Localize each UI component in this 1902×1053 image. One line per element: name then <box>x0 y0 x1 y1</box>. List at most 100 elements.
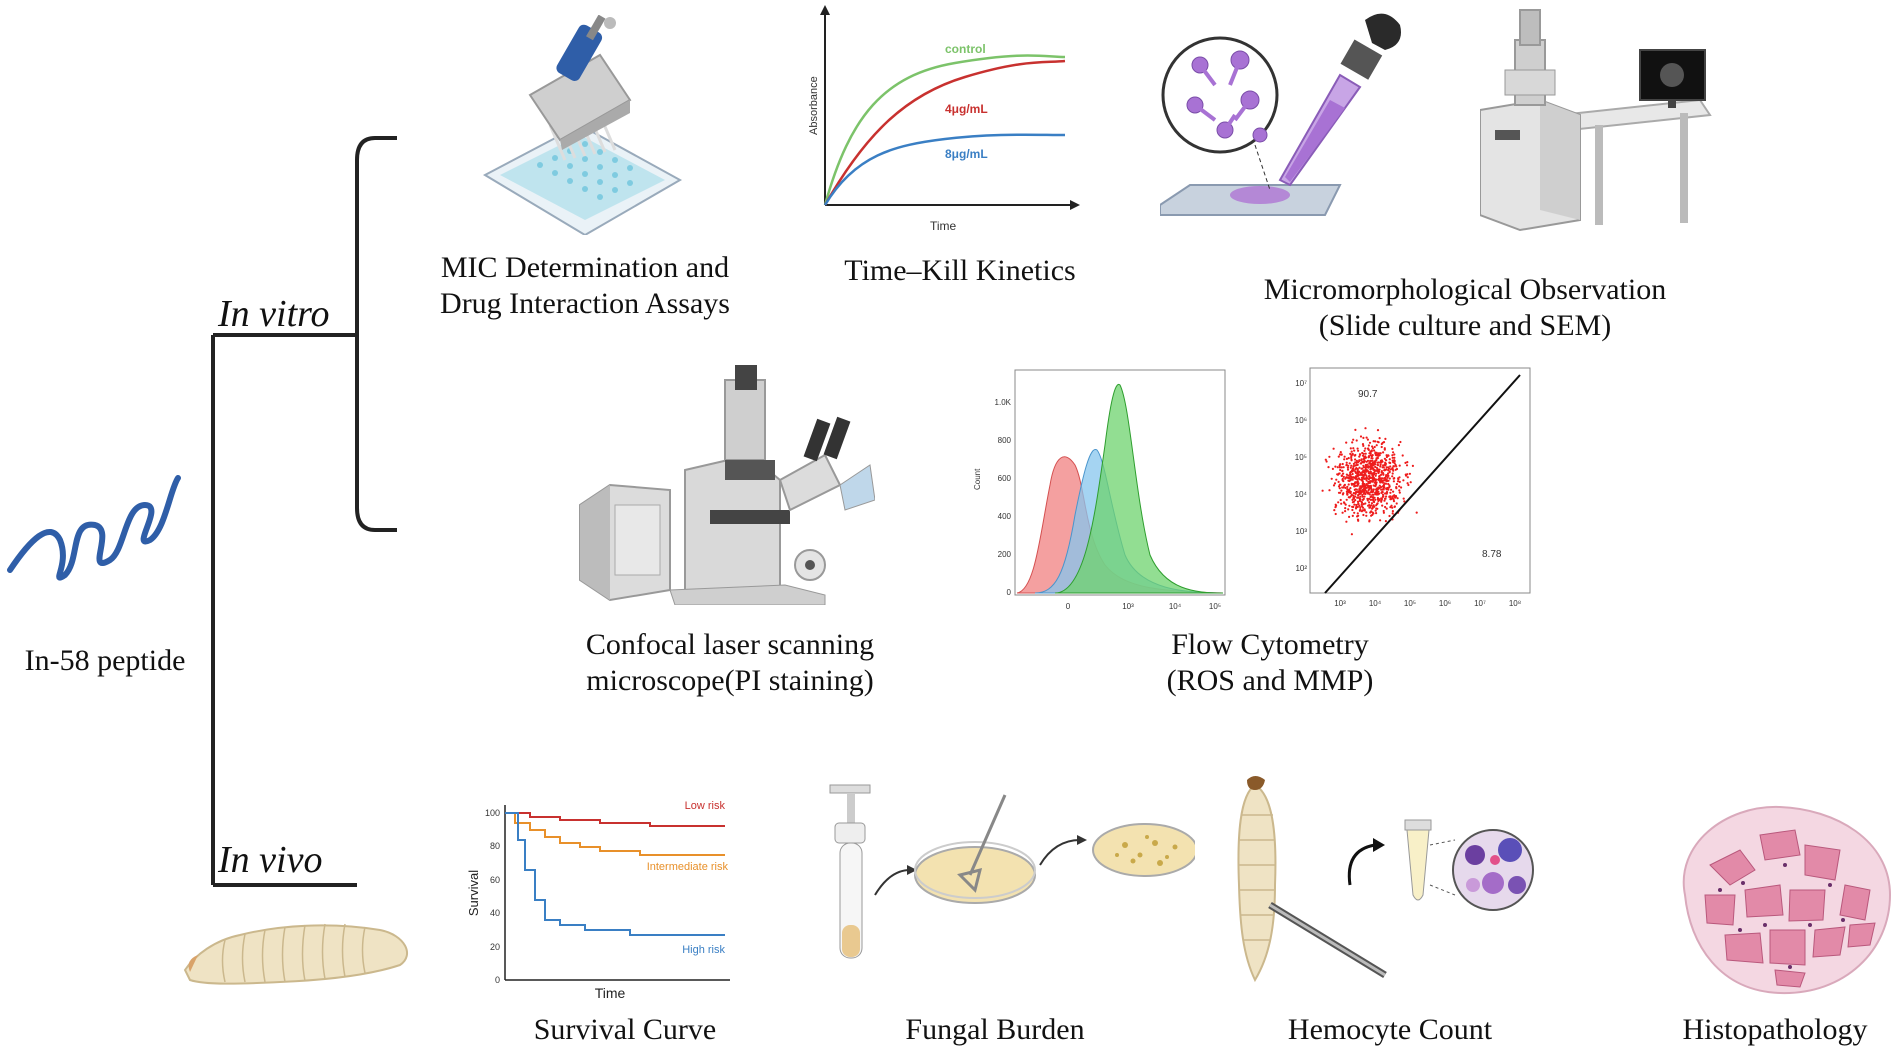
scatter-point <box>1345 473 1348 476</box>
surv-ytick-1: 20 <box>490 942 500 952</box>
confocal-label: Confocal laser scanning microscope(PI st… <box>545 627 915 699</box>
scatter-point <box>1377 453 1380 456</box>
scatter-point <box>1376 502 1379 505</box>
scatter-xtick-4: 10⁷ <box>1474 599 1486 608</box>
scatter-point <box>1354 453 1357 457</box>
mic-label-line2: Drug Interaction Assays <box>440 287 730 320</box>
scatter-point <box>1357 496 1360 499</box>
scatter-point <box>1372 512 1375 515</box>
scatter-point <box>1371 454 1374 457</box>
scatter-point <box>1374 463 1377 466</box>
scatter-point <box>1349 473 1352 476</box>
scatter-point <box>1373 445 1376 449</box>
scatter-point <box>1379 452 1382 455</box>
scatter-point <box>1354 428 1357 431</box>
scatter-point <box>1355 439 1358 442</box>
scatter-point <box>1353 488 1356 491</box>
scatter-point <box>1387 454 1390 457</box>
scatter-point <box>1375 478 1378 481</box>
scatter-point <box>1388 458 1391 461</box>
scatter-point <box>1370 467 1373 470</box>
scatter-point <box>1384 482 1388 485</box>
scatter-point <box>1376 493 1379 496</box>
scatter-point <box>1347 483 1350 486</box>
scatter-point <box>1345 464 1348 467</box>
scatter-point <box>1350 458 1353 461</box>
scatter-point <box>1387 474 1390 477</box>
scatter-point <box>1384 461 1387 464</box>
scatter-point <box>1372 496 1375 500</box>
scatter-point <box>1356 500 1360 503</box>
mic-label: MIC Determination and Drug Interaction A… <box>400 250 770 322</box>
scatter-point <box>1339 451 1342 454</box>
scatter-point <box>1368 441 1372 444</box>
timekill-label: Time–Kill Kinetics <box>844 254 1076 287</box>
scatter-point <box>1354 470 1357 473</box>
scatter-point <box>1353 485 1356 488</box>
scatter-xtick-5: 10⁸ <box>1509 599 1521 608</box>
scatter-point <box>1352 462 1355 465</box>
scatter-lower-value: 8.78 <box>1482 549 1502 560</box>
scatter-point <box>1364 452 1367 455</box>
scatter-point <box>1415 511 1418 514</box>
hist-ytick-1: 200 <box>998 550 1012 559</box>
scatter-point <box>1373 484 1376 487</box>
scatter-point <box>1364 492 1367 496</box>
scatter-point <box>1378 498 1381 501</box>
scatter-point <box>1356 473 1359 476</box>
scatter-point <box>1392 480 1395 483</box>
surv-ylabel: Survival <box>466 870 481 916</box>
scatter-point <box>1365 460 1368 463</box>
scatter-point <box>1360 478 1363 481</box>
scatter-point <box>1337 501 1340 504</box>
scatter-point <box>1387 467 1391 470</box>
scatter-point <box>1385 454 1388 457</box>
scatter-point <box>1334 512 1337 516</box>
scatter-point <box>1347 479 1350 482</box>
scatter-point <box>1388 477 1391 480</box>
slide-culture-icon <box>1160 13 1401 216</box>
scatter-point <box>1411 464 1414 467</box>
scatter-point <box>1383 463 1386 466</box>
scatter-point <box>1352 492 1355 495</box>
scatter-point <box>1388 495 1391 498</box>
survival-curve-chart: 0 20 40 60 80 100 Low risk Intermediate … <box>466 800 730 1001</box>
scatter-point <box>1354 499 1357 502</box>
scatter-point <box>1351 441 1354 444</box>
scatter-point <box>1363 471 1366 474</box>
scatter-point <box>1409 481 1412 484</box>
scatter-point <box>1370 450 1373 453</box>
surv-legend-low: Low risk <box>685 800 726 812</box>
scatter-point <box>1373 505 1376 508</box>
scatter-point <box>1376 429 1380 432</box>
scatter-point <box>1373 500 1376 504</box>
scatter-point <box>1358 498 1362 501</box>
in-vitro-label: In vitro <box>218 293 330 335</box>
scatter-point <box>1380 498 1383 501</box>
scatter-point <box>1349 447 1352 450</box>
scatter-point <box>1365 483 1368 486</box>
scatter-point <box>1345 498 1348 501</box>
scatter-point <box>1374 465 1377 469</box>
scatter-point <box>1354 492 1357 495</box>
scatter-point <box>1362 513 1365 517</box>
scatter-ytick-1: 10³ <box>1295 527 1307 536</box>
scatter-point <box>1346 485 1349 488</box>
scatter-point <box>1340 489 1343 492</box>
scatter-point <box>1379 465 1382 468</box>
scatter-point <box>1391 456 1394 459</box>
scatter-point <box>1361 467 1364 470</box>
scatter-point <box>1392 461 1395 464</box>
scatter-point <box>1375 512 1378 515</box>
scatter-point <box>1395 487 1398 490</box>
scatter-point <box>1402 497 1405 500</box>
scatter-point <box>1345 461 1348 464</box>
scatter-point <box>1385 487 1388 490</box>
scatter-point <box>1395 467 1399 471</box>
scatter-point <box>1391 506 1394 509</box>
scatter-point <box>1375 472 1378 475</box>
scatter-point <box>1352 465 1355 468</box>
scatter-point <box>1358 478 1361 481</box>
scatter-point <box>1352 438 1355 441</box>
scatter-point <box>1389 468 1392 471</box>
